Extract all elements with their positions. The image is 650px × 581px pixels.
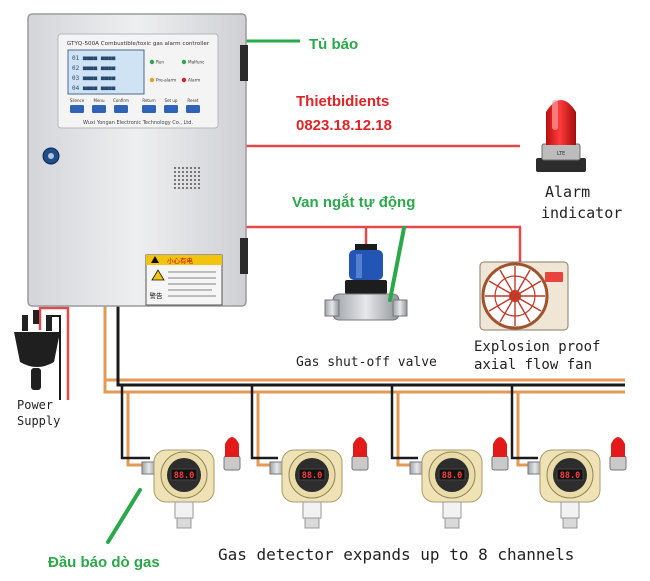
panel-button (164, 105, 178, 113)
wiring (38, 39, 625, 467)
label-alarm-line1: Alarm (545, 183, 591, 201)
lcd-screen (67, 49, 145, 95)
gas-shutoff-valve-icon (324, 244, 408, 321)
indicator-label: Pre-alarm (156, 78, 176, 83)
indicator-led (149, 77, 155, 83)
pointer-valve (388, 226, 406, 302)
svg-text:LTE: LTE (557, 151, 565, 157)
indicator-led (181, 77, 187, 83)
axial-fan-icon (479, 261, 569, 331)
panel-button (114, 105, 128, 113)
indicator-label: Malfunc (188, 60, 205, 65)
warning-sticker: 小心有电 警告 (145, 254, 223, 306)
gas-detector-3: 88.0 (409, 437, 509, 529)
panel-button-label: Menu (94, 98, 105, 103)
indicator-led (149, 59, 155, 65)
label-company: Thietbidients (296, 93, 390, 110)
panel-button-label: Set up (165, 98, 178, 103)
alarm-cabinet: GTYQ-500A Combustible/toxic gas alarm co… (27, 13, 248, 307)
detector-beacon-icon (493, 437, 507, 457)
lcd-line: 03 ■■■■ ■■■■ (72, 75, 116, 82)
svg-text:小心有电: 小心有电 (167, 256, 194, 265)
detector-reading: 88.0 (560, 471, 580, 481)
detector-display (170, 468, 198, 481)
bus-black (116, 305, 625, 387)
detector-reading: 88.0 (302, 471, 322, 481)
label-power-line1: Power (17, 398, 54, 412)
wire-power (38, 306, 70, 400)
lcd-line: 01 ■■■■ ■■■■ (72, 55, 116, 62)
gas-detectors: 88.0 88.0 88.0 88.0 (141, 437, 627, 529)
bus-orange (103, 305, 625, 394)
panel-title: GTYQ-500A Combustible/toxic gas alarm co… (67, 41, 210, 47)
label-fan-line2: axial flow fan (474, 357, 593, 373)
label-valve-vn: Van ngắt tự động (292, 194, 416, 211)
label-detector-vn: Đầu báo dò gas (48, 554, 160, 571)
label-power-line2: Supply (17, 414, 61, 428)
alarm-beacon-icon: LTE (536, 100, 586, 172)
svg-text:警告: 警告 (150, 291, 164, 300)
detector-display (298, 468, 326, 481)
panel-button (186, 105, 200, 113)
detector-display (438, 468, 466, 481)
speaker-grille (174, 167, 200, 189)
panel-button (92, 105, 106, 113)
label-phone: 0823.18.12.18 (296, 117, 392, 134)
panel-button (70, 105, 84, 113)
label-detector-en: Gas detector expands up to 8 channels (218, 545, 575, 564)
detector-reading: 88.0 (442, 471, 462, 481)
panel-button (142, 105, 156, 113)
gas-detector-1: 88.0 (141, 437, 241, 529)
gas-detector-4: 88.0 (527, 437, 627, 529)
detector-reading: 88.0 (174, 471, 194, 481)
label-valve-en: Gas shut-off valve (296, 355, 437, 370)
indicator-led (181, 59, 187, 65)
panel-button-label: Silence (70, 98, 85, 103)
detector-display (556, 468, 584, 481)
panel-button-label: Return (142, 98, 156, 103)
detector-beacon-icon (353, 437, 367, 457)
indicator-label: Alarm (188, 78, 200, 83)
manufacturer: Wuxi Yongan Electronic Technology Co., L… (83, 120, 193, 126)
label-fan-line1: Explosion proof (474, 339, 601, 355)
power-plug-icon (14, 310, 60, 390)
label-alarm-line2: indicator (541, 204, 623, 222)
label-cabinet: Tủ báo (309, 36, 359, 53)
lcd-line: 04 ■■■■ ■■■■ (72, 85, 116, 92)
pointer-detector (106, 488, 142, 544)
detector-beacon-icon (611, 437, 625, 457)
indicator-label: Run (156, 60, 164, 65)
detector-beacon-icon (225, 437, 239, 457)
panel-button-label: Confirm (113, 98, 129, 103)
gas-detector-2: 88.0 (269, 437, 369, 529)
lcd-line: 02 ■■■■ ■■■■ (72, 65, 116, 72)
panel-button-label: Reset (187, 98, 199, 103)
